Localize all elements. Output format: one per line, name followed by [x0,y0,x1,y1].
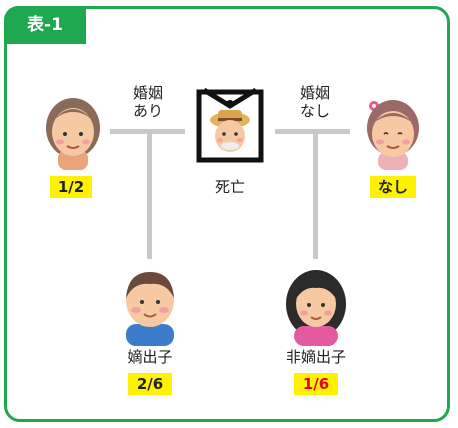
marriage-left-line2: あり [132,102,163,120]
memorial-portrait-icon [196,87,264,163]
elderly-woman-icon [46,98,100,170]
spouse-right-share: なし [370,176,416,198]
marriage-line-right [275,129,350,134]
woman-icon [286,270,346,346]
elderly-woman-icon-right [367,100,419,170]
child-line-left [147,129,152,259]
table-tag: 表-1 [4,6,86,44]
child-legit-label: 嫡出子 [127,348,173,366]
table-frame [4,6,450,422]
child-legit-share: 2/6 [128,373,172,395]
marriage-left-line1: 婚姻 [132,84,163,102]
marriage-right-line1: 婚姻 [299,84,330,102]
man-icon [126,272,174,346]
marriage-right-label: 婚姻 なし [285,84,345,120]
deceased-label: 死亡 [214,178,245,196]
marriage-right-line2: なし [299,102,330,120]
spouse-left-share: 1/2 [50,176,92,198]
child-illegit-label: 非嫡出子 [285,348,346,366]
marriage-left-label: 婚姻 あり [118,84,178,120]
child-illegit-share: 1/6 [294,373,338,395]
child-line-right [313,129,318,259]
